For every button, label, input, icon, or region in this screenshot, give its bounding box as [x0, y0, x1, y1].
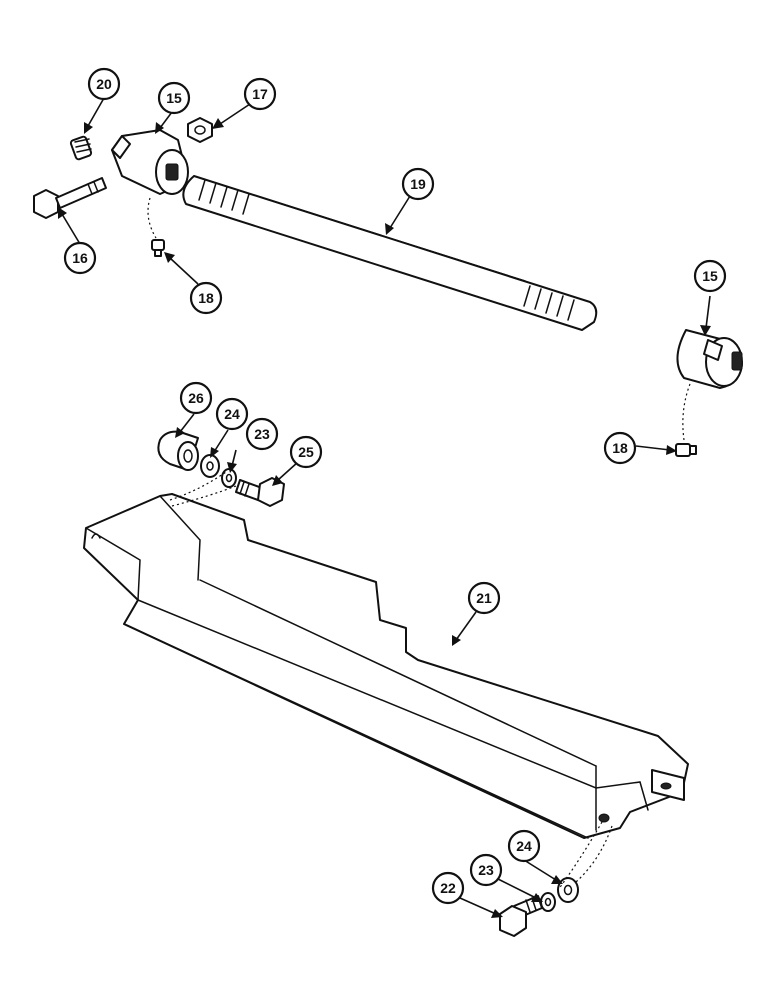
- svg-text:23: 23: [478, 862, 494, 878]
- alignment-line-upper-2: [171, 485, 237, 507]
- svg-text:20: 20: [96, 76, 112, 92]
- bolt-upper: [235, 477, 285, 507]
- alignment-line-upper: [169, 471, 227, 501]
- callout-24-upper: 24: [215, 397, 249, 431]
- splined-shaft: [182, 175, 598, 331]
- svg-text:17: 17: [252, 86, 268, 102]
- callout-20: 20: [87, 67, 121, 101]
- lock-washer-lower: [540, 892, 556, 912]
- svg-text:21: 21: [476, 590, 492, 606]
- callout-18-upper: 18: [189, 281, 223, 315]
- callout-26: 26: [179, 381, 213, 415]
- svg-text:22: 22: [440, 880, 456, 896]
- callout-18-right: 18: [603, 431, 637, 465]
- svg-text:16: 16: [72, 250, 88, 266]
- callout-19: 19: [401, 167, 435, 201]
- svg-text:23: 23: [254, 426, 270, 442]
- svg-text:19: 19: [410, 176, 426, 192]
- set-screw: [69, 135, 93, 161]
- callout-16: 16: [63, 241, 97, 275]
- grease-fitting-right: [675, 383, 697, 457]
- svg-text:15: 15: [702, 268, 718, 284]
- callout-17: 17: [243, 77, 277, 111]
- callout-22: 22: [431, 871, 465, 905]
- svg-text:18: 18: [612, 440, 628, 456]
- callout-25: 25: [289, 435, 323, 469]
- callout-23-lower: 23: [469, 853, 503, 887]
- svg-text:25: 25: [298, 444, 314, 460]
- yoke-upper: [111, 129, 189, 195]
- spacer: [157, 430, 199, 471]
- svg-text:26: 26: [188, 390, 204, 406]
- alignment-line-lower-2: [575, 825, 613, 883]
- lock-washer-upper: [221, 468, 237, 488]
- long-bolt: [33, 177, 107, 219]
- nut-upper: [187, 117, 213, 143]
- callout-15-upper: 15: [157, 81, 191, 115]
- yoke-right: [676, 329, 743, 389]
- callout-21: 21: [467, 581, 501, 615]
- callout-23-upper: 23: [245, 417, 279, 451]
- channel-guard: [83, 493, 689, 839]
- callout-15-right: 15: [693, 259, 727, 293]
- leader-lines: [58, 97, 711, 918]
- svg-text:24: 24: [516, 838, 532, 854]
- svg-text:15: 15: [166, 90, 182, 106]
- grease-fitting-upper: [147, 197, 165, 257]
- washer-upper: [200, 454, 220, 478]
- svg-text:24: 24: [224, 406, 240, 422]
- svg-text:18: 18: [198, 290, 214, 306]
- callout-24-lower: 24: [507, 829, 541, 863]
